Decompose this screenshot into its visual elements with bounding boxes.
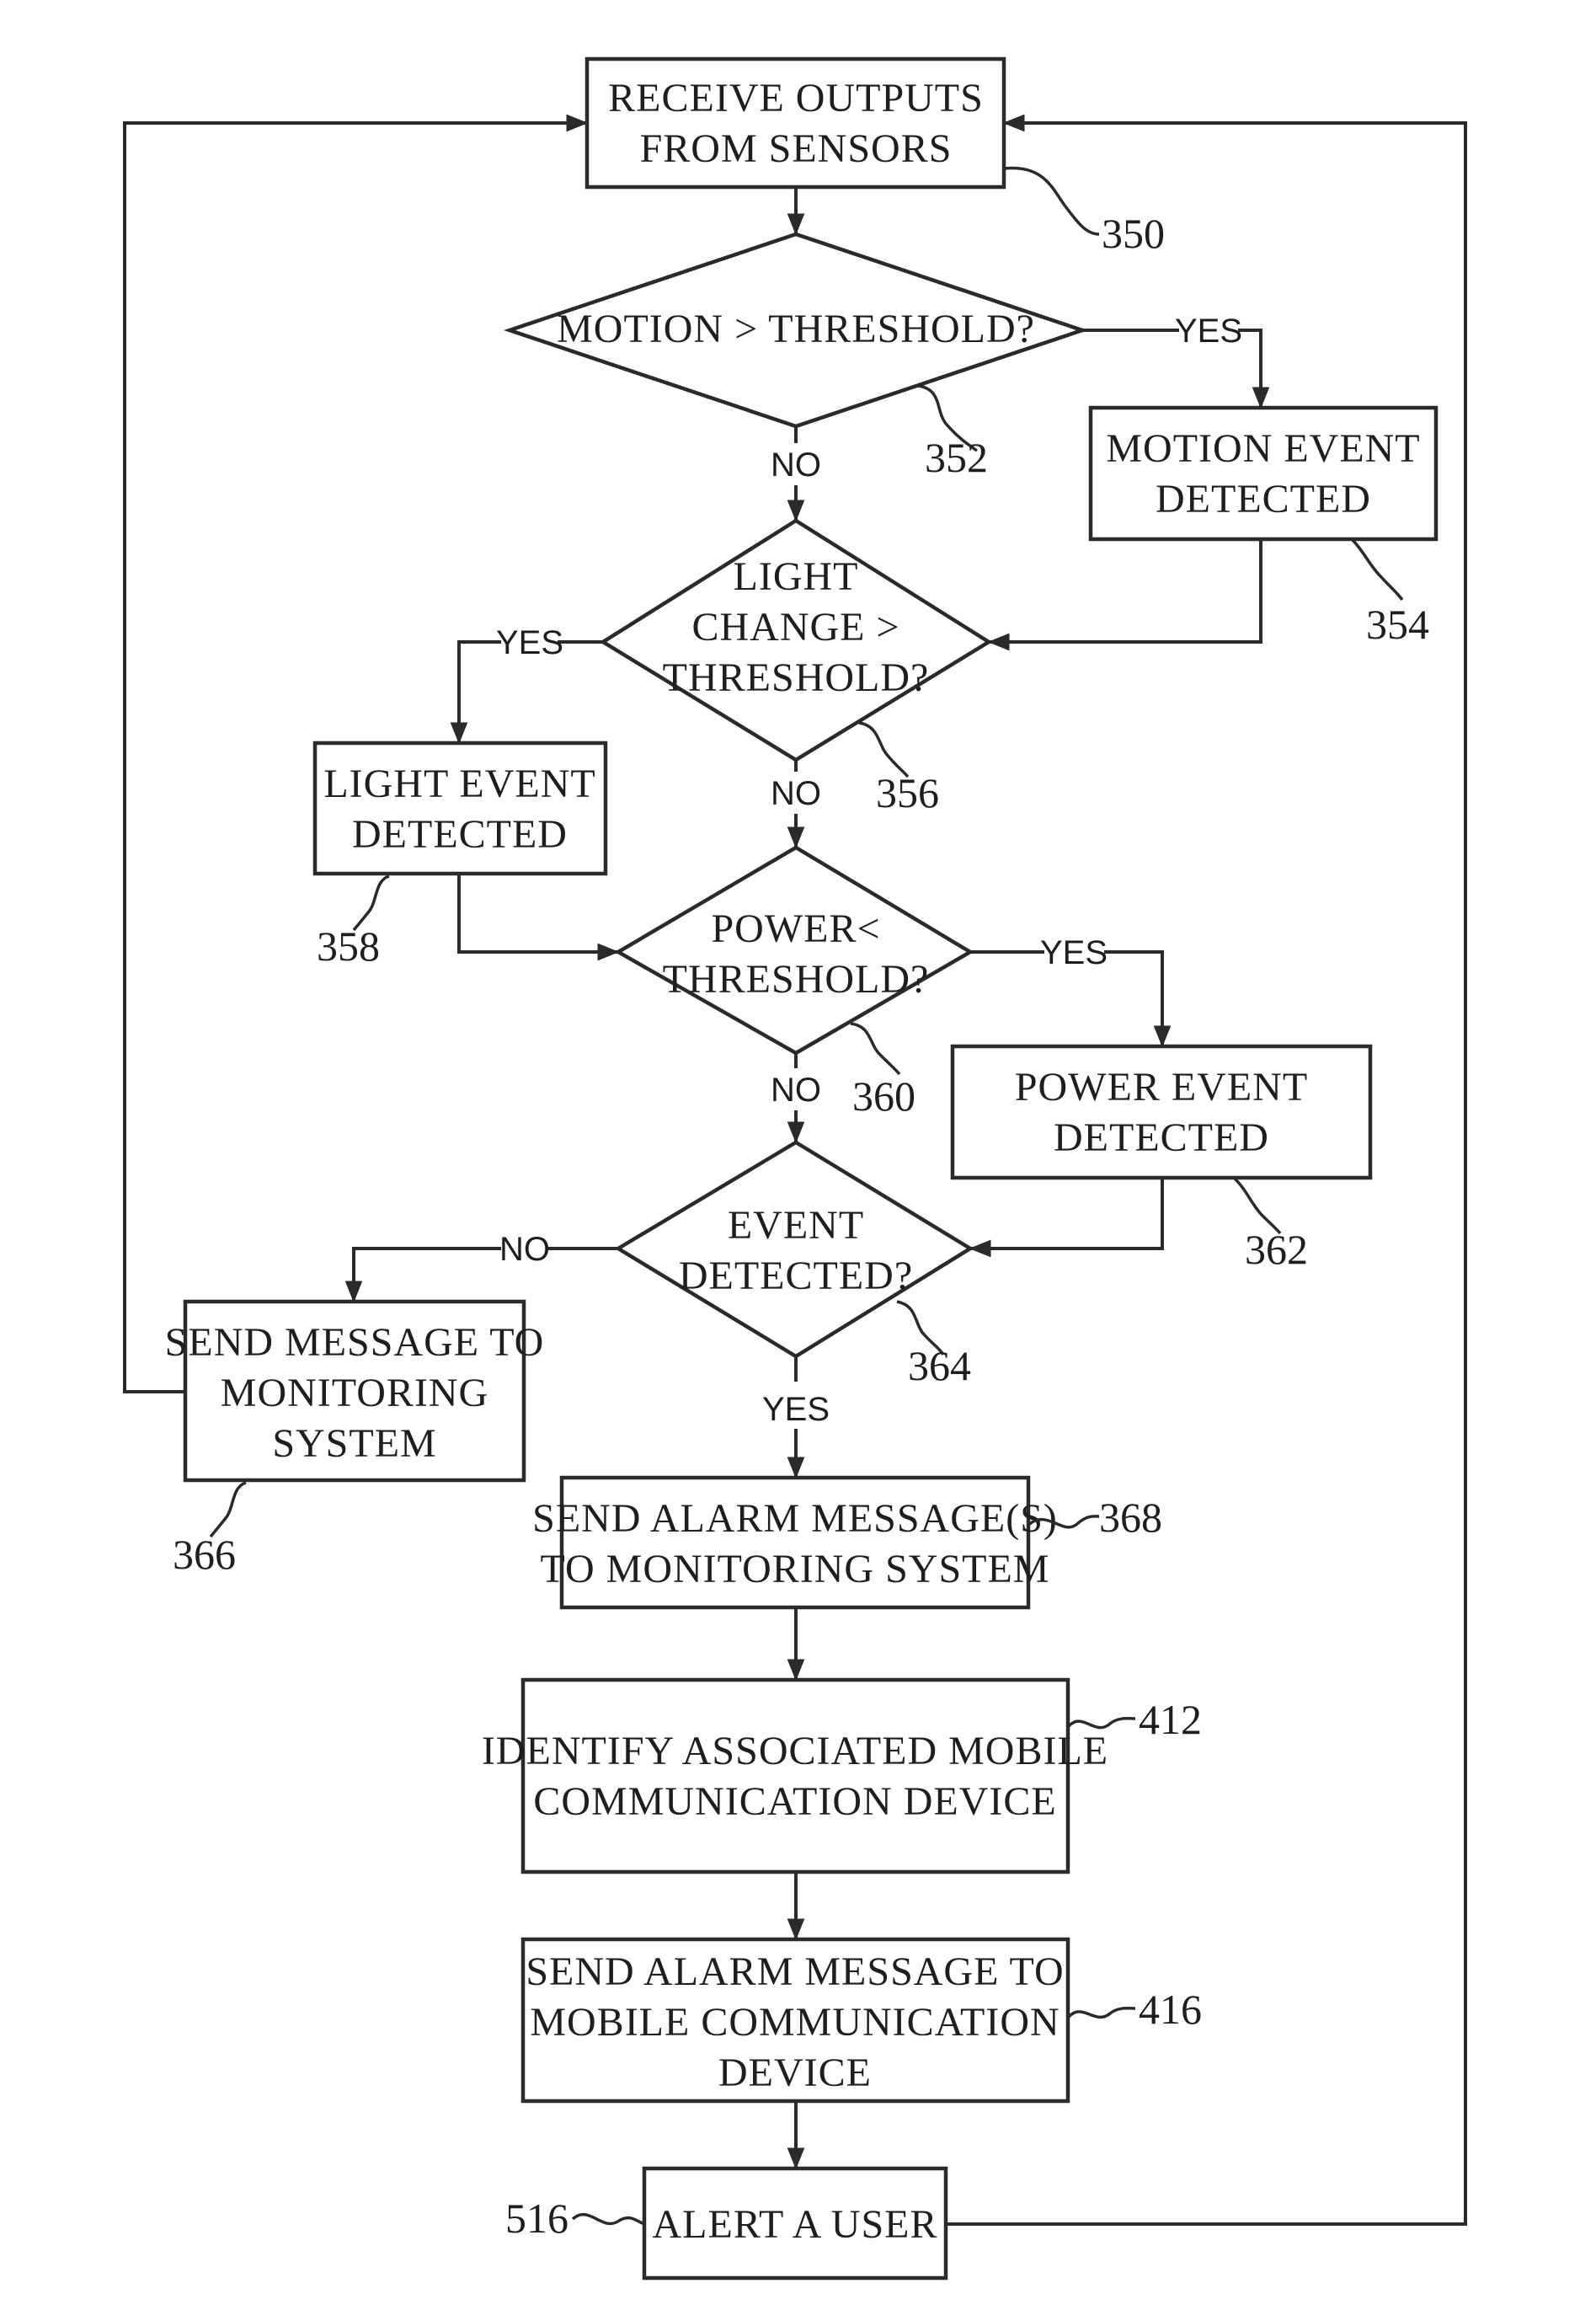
node-416-line-1: SEND ALARM MESSAGE TO (526, 1949, 1064, 1994)
ref-366: 366 (173, 1531, 236, 1578)
leader-354 (1352, 539, 1402, 600)
node-350-line-1: RECEIVE OUTPUTS (608, 76, 984, 120)
node-362-line-2: DETECTED (1054, 1115, 1269, 1160)
node-362: POWER EVENT DETECTED (953, 1046, 1370, 1178)
label-360-no: NO (771, 1072, 821, 1109)
edge-362-364 (970, 1178, 1162, 1249)
node-412-line-2: COMMUNICATION DEVICE (533, 1779, 1056, 1824)
node-366: SEND MESSAGE TO MONITORING SYSTEM (165, 1302, 545, 1480)
node-358-line-2: DETECTED (352, 812, 568, 857)
node-356-line-2: CHANGE > (691, 605, 899, 650)
edge-360-362-b (1104, 952, 1162, 1046)
node-516-line-1: ALERT A USER (653, 2202, 938, 2247)
node-416-line-3: DEVICE (718, 2051, 872, 2095)
edge-358-360 (459, 874, 618, 952)
ref-358: 358 (317, 922, 380, 970)
node-352-line-1: MOTION > THRESHOLD? (557, 307, 1035, 351)
leader-366 (211, 1483, 246, 1537)
ref-356: 356 (876, 769, 939, 816)
node-366-line-3: SYSTEM (272, 1421, 436, 1466)
node-358: LIGHT EVENT DETECTED (315, 743, 606, 874)
node-416: SEND ALARM MESSAGE TO MOBILE COMMUNICATI… (523, 1939, 1068, 2101)
node-416-line-2: MOBILE COMMUNICATION (530, 2000, 1060, 2045)
ref-350: 350 (1102, 210, 1165, 257)
ref-516: 516 (505, 2195, 568, 2242)
node-350-line-2: FROM SENSORS (640, 126, 953, 171)
ref-416: 416 (1139, 1986, 1202, 2033)
node-368-line-2: TO MONITORING SYSTEM (541, 1547, 1050, 1591)
node-358-line-1: LIGHT EVENT (323, 762, 595, 806)
label-360-yes: YES (1040, 934, 1108, 971)
label-364-no: NO (499, 1231, 550, 1268)
leader-416 (1068, 2008, 1135, 2018)
edge-356-358-b (459, 642, 501, 743)
edge-364-366-b (354, 1249, 501, 1302)
ref-354: 354 (1366, 601, 1429, 648)
node-366-line-2: MONITORING (221, 1371, 488, 1415)
ref-368: 368 (1099, 1494, 1162, 1541)
node-364-line-1: EVENT (728, 1203, 864, 1248)
leader-360 (851, 1024, 899, 1074)
leader-516 (573, 2215, 644, 2224)
node-354-line-2: DETECTED (1156, 477, 1371, 521)
edge-354-356 (989, 539, 1261, 642)
node-412-line-1: IDENTIFY ASSOCIATED MOBILE (482, 1729, 1108, 1773)
node-360-line-2: THRESHOLD? (663, 957, 930, 1002)
leader-350 (1004, 168, 1099, 234)
node-356-line-3: THRESHOLD? (663, 655, 930, 700)
node-356: LIGHT CHANGE > THRESHOLD? (603, 521, 989, 760)
node-356-line-1: LIGHT (734, 554, 859, 599)
node-516: ALERT A USER (644, 2168, 946, 2278)
label-352-yes: YES (1175, 313, 1242, 350)
node-366-line-1: SEND MESSAGE TO (165, 1320, 545, 1365)
node-350: RECEIVE OUTPUTS FROM SENSORS (587, 59, 1004, 187)
node-368: SEND ALARM MESSAGE(S) TO MONITORING SYST… (532, 1478, 1058, 1607)
ref-412: 412 (1139, 1696, 1202, 1743)
node-362-line-1: POWER EVENT (1015, 1065, 1308, 1110)
ref-364: 364 (908, 1342, 971, 1389)
ref-352: 352 (925, 434, 988, 481)
node-360: POWER< THRESHOLD? (618, 848, 970, 1053)
node-364-line-2: DETECTED? (679, 1254, 913, 1298)
node-368-line-1: SEND ALARM MESSAGE(S) (532, 1496, 1058, 1541)
leader-412 (1068, 1719, 1135, 1728)
node-360-line-1: POWER< (711, 906, 880, 951)
node-354-line-1: MOTION EVENT (1106, 426, 1420, 471)
ref-360: 360 (852, 1072, 915, 1120)
label-364-yes: YES (762, 1391, 830, 1428)
label-356-no: NO (771, 775, 821, 812)
label-356-yes: YES (496, 624, 563, 661)
ref-362: 362 (1245, 1226, 1308, 1273)
node-412: IDENTIFY ASSOCIATED MOBILE COMMUNICATION… (482, 1680, 1108, 1872)
label-352-no: NO (771, 446, 821, 484)
node-352: MOTION > THRESHOLD? (510, 234, 1082, 426)
node-354: MOTION EVENT DETECTED (1091, 408, 1436, 539)
